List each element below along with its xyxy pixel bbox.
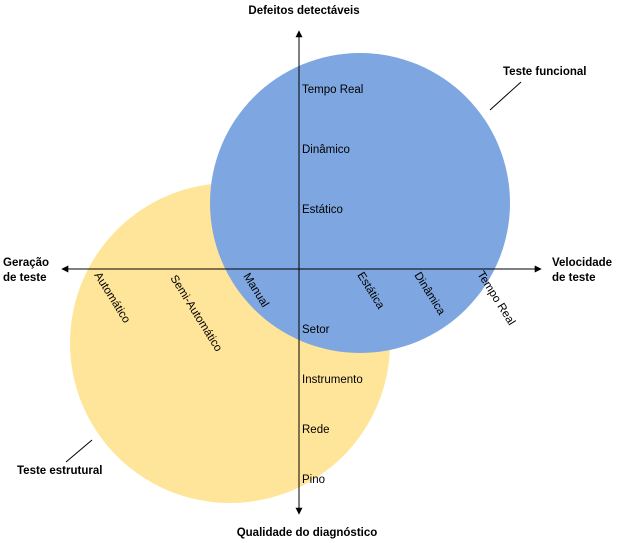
vertical-label-realtime: Tempo Real <box>302 84 363 96</box>
vertical-label-dynamic: Dinâmico <box>302 144 350 156</box>
axis-title-bottom: Qualidade do diagnóstico <box>237 527 378 539</box>
vertical-label-pin: Pino <box>302 474 325 486</box>
axis-title-left-line2: de teste <box>3 272 46 284</box>
functional-callout-line <box>489 81 522 111</box>
vertical-label-static: Estático <box>302 204 343 216</box>
axis-title-top: Defeitos detectáveis <box>248 5 359 17</box>
vertical-label-sector: Setor <box>302 324 330 336</box>
axis-title-left-line1: Geração <box>3 257 49 269</box>
axis-title-right-line1: Velocidade <box>552 257 612 269</box>
vertical-label-instrument: Instrumento <box>302 374 363 386</box>
axis-title-right-line2: de teste <box>552 272 595 284</box>
functional-test-label: Teste funcional <box>503 66 587 78</box>
structural-callout-line <box>65 439 93 463</box>
functional-test-circle <box>210 53 510 353</box>
vertical-label-network: Rede <box>302 424 330 436</box>
horizontal-label-realtime: Tempo Real <box>474 269 517 327</box>
structural-test-label: Teste estrutural <box>17 465 102 477</box>
